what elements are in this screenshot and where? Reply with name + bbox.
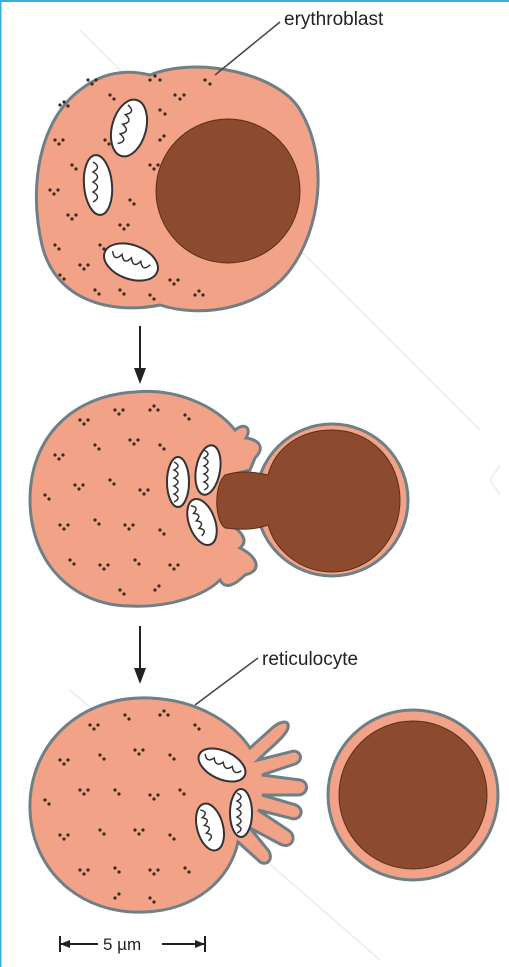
extruded-nucleus: [328, 710, 498, 880]
extruding-cell: [30, 391, 408, 606]
erythroblast-label: erythroblast: [284, 9, 384, 30]
reticulocyte-leader-line: [195, 658, 258, 705]
reticulocyte-cell: [30, 658, 307, 912]
reticulocyte-label: reticulocyte: [262, 649, 358, 670]
erythroblast-leader-line: [215, 22, 280, 75]
arrow-down-1: [134, 326, 146, 384]
scale-bar-label: 5 µm: [103, 935, 141, 954]
arrow-down-2: [134, 626, 146, 684]
erythroblast-cell: [36, 22, 318, 311]
nucleus: [156, 119, 300, 263]
